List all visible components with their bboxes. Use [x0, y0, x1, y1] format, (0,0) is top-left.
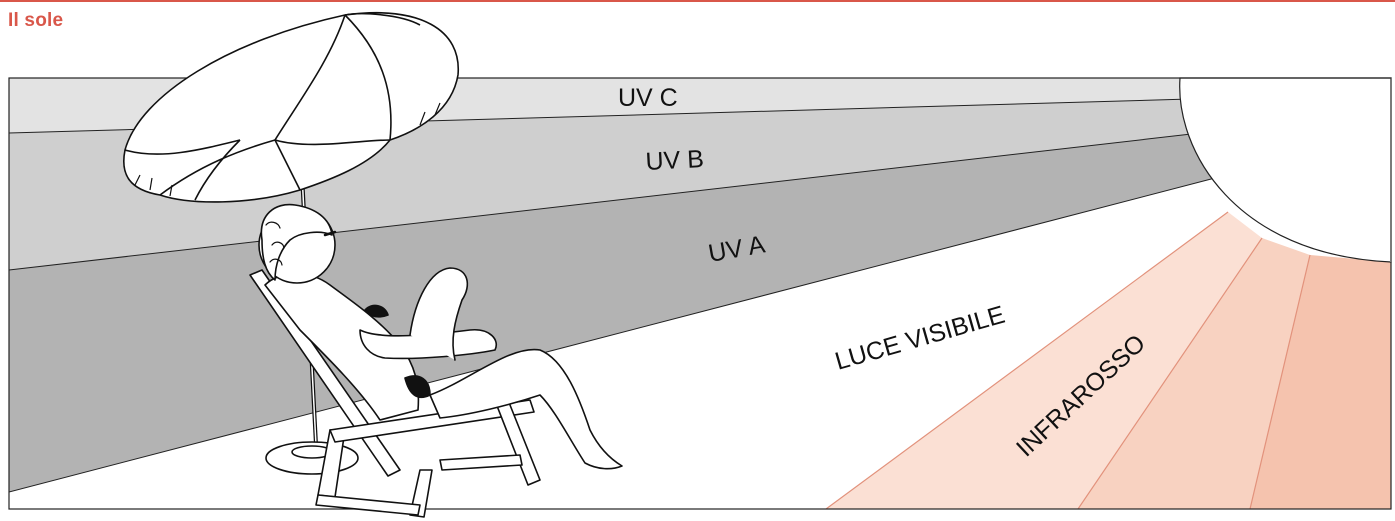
woman-on-deck-chair	[249, 203, 623, 518]
top-rule	[0, 0, 1395, 2]
uva-band	[9, 133, 1215, 492]
infrared-sector-2	[1078, 238, 1310, 509]
visible-light-label: LUCE VISIBILE	[832, 301, 1008, 376]
uvc-label: UV C	[618, 84, 678, 112]
uvb-label: UV B	[645, 145, 705, 176]
diagram-frame	[8, 77, 1392, 510]
infrared-sector-3	[1250, 255, 1391, 509]
sun-shape	[1179, 77, 1392, 263]
section-title: Il sole	[8, 10, 64, 31]
infrared-sector-1	[826, 212, 1262, 509]
